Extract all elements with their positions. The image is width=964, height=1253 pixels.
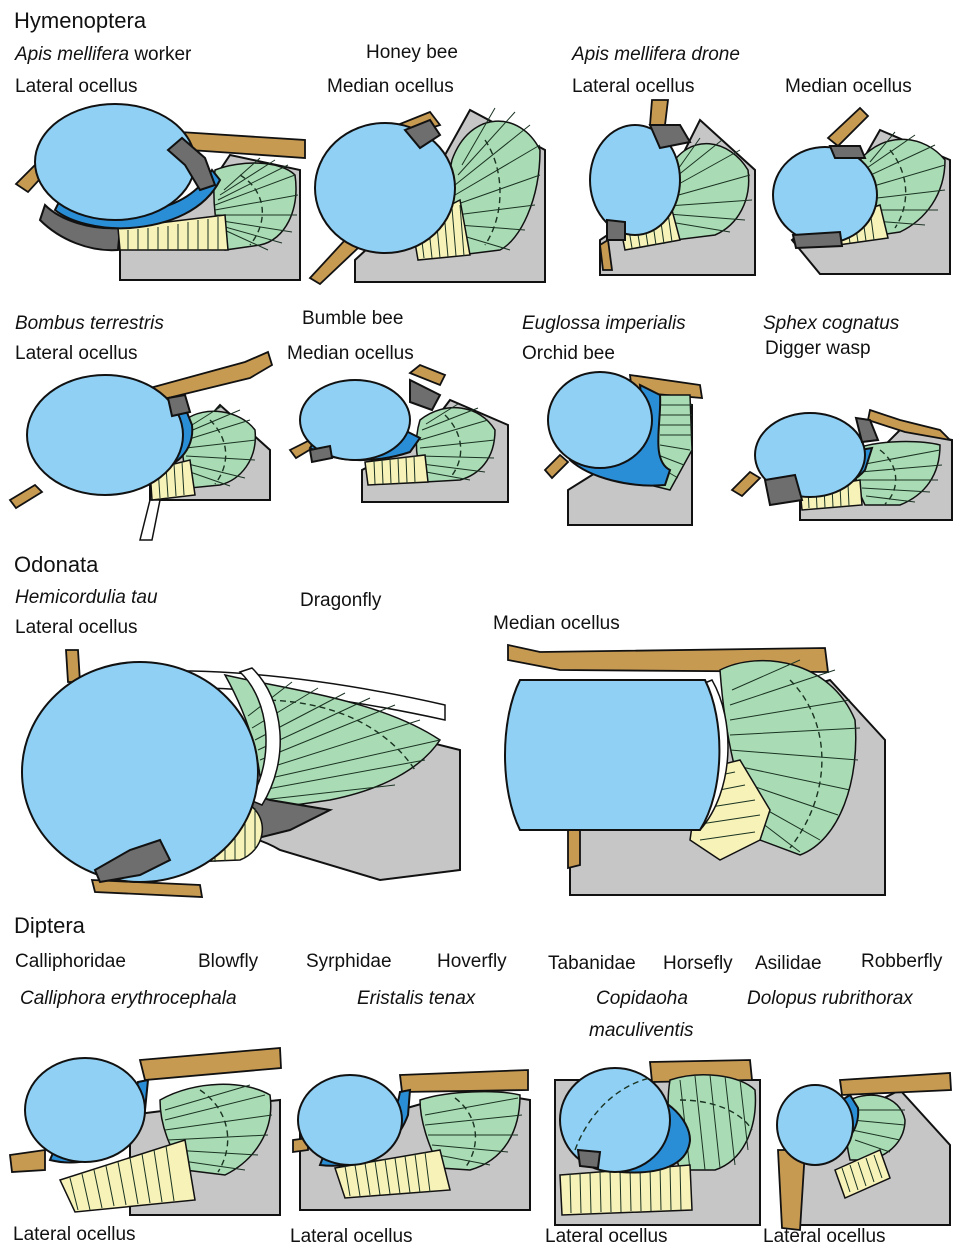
eristalis-lateral-ocellus: [293, 1070, 530, 1210]
hemicordulia-lateral-ocellus: [22, 650, 460, 897]
copidaoha-lateral-ocellus: [555, 1060, 760, 1225]
dolopus-lateral-ocellus: [777, 1073, 951, 1230]
calliphora-lateral-ocellus: [10, 1048, 281, 1215]
apis-worker-median-ocellus: [310, 108, 545, 284]
apis-drone-lateral-ocellus: [590, 100, 755, 275]
sphex-ocellus: [732, 410, 952, 520]
euglossa-ocellus: [545, 372, 702, 525]
bombus-lateral-ocellus: [10, 352, 272, 540]
apis-drone-median-ocellus: [773, 108, 950, 274]
apis-worker-lateral-ocellus: [16, 104, 305, 280]
bombus-median-ocellus: [290, 365, 508, 502]
hemicordulia-median-ocellus: [505, 645, 885, 895]
